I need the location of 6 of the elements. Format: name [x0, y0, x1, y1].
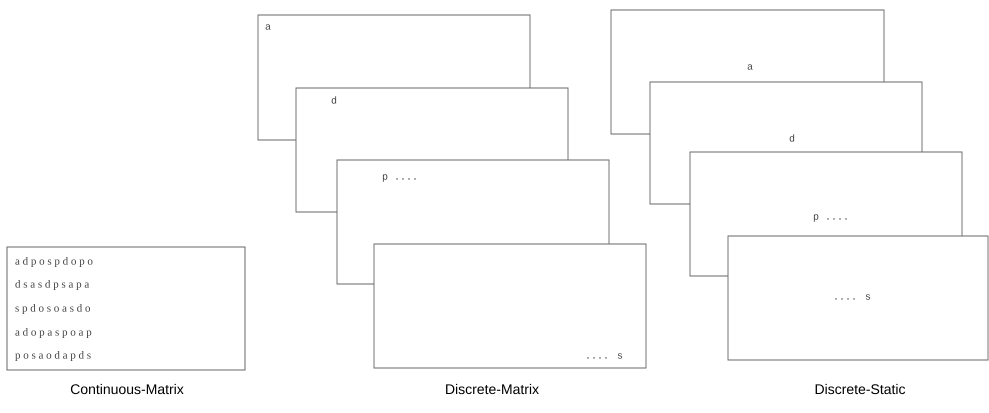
- caption: Discrete-Matrix: [446, 384, 539, 394]
- caption: Continuous-Matrix: [70, 384, 184, 394]
- caption: Discrete-Static: [816, 384, 906, 394]
- letter-matrix: a d p o s p d o p o d s a s d p s a p a s p d o s o a s d o a d o p a s p o a p p o s a o d a p d s: [6, 246, 246, 370]
- card: .... s: [374, 244, 646, 368]
- card: .... s: [728, 236, 988, 360]
